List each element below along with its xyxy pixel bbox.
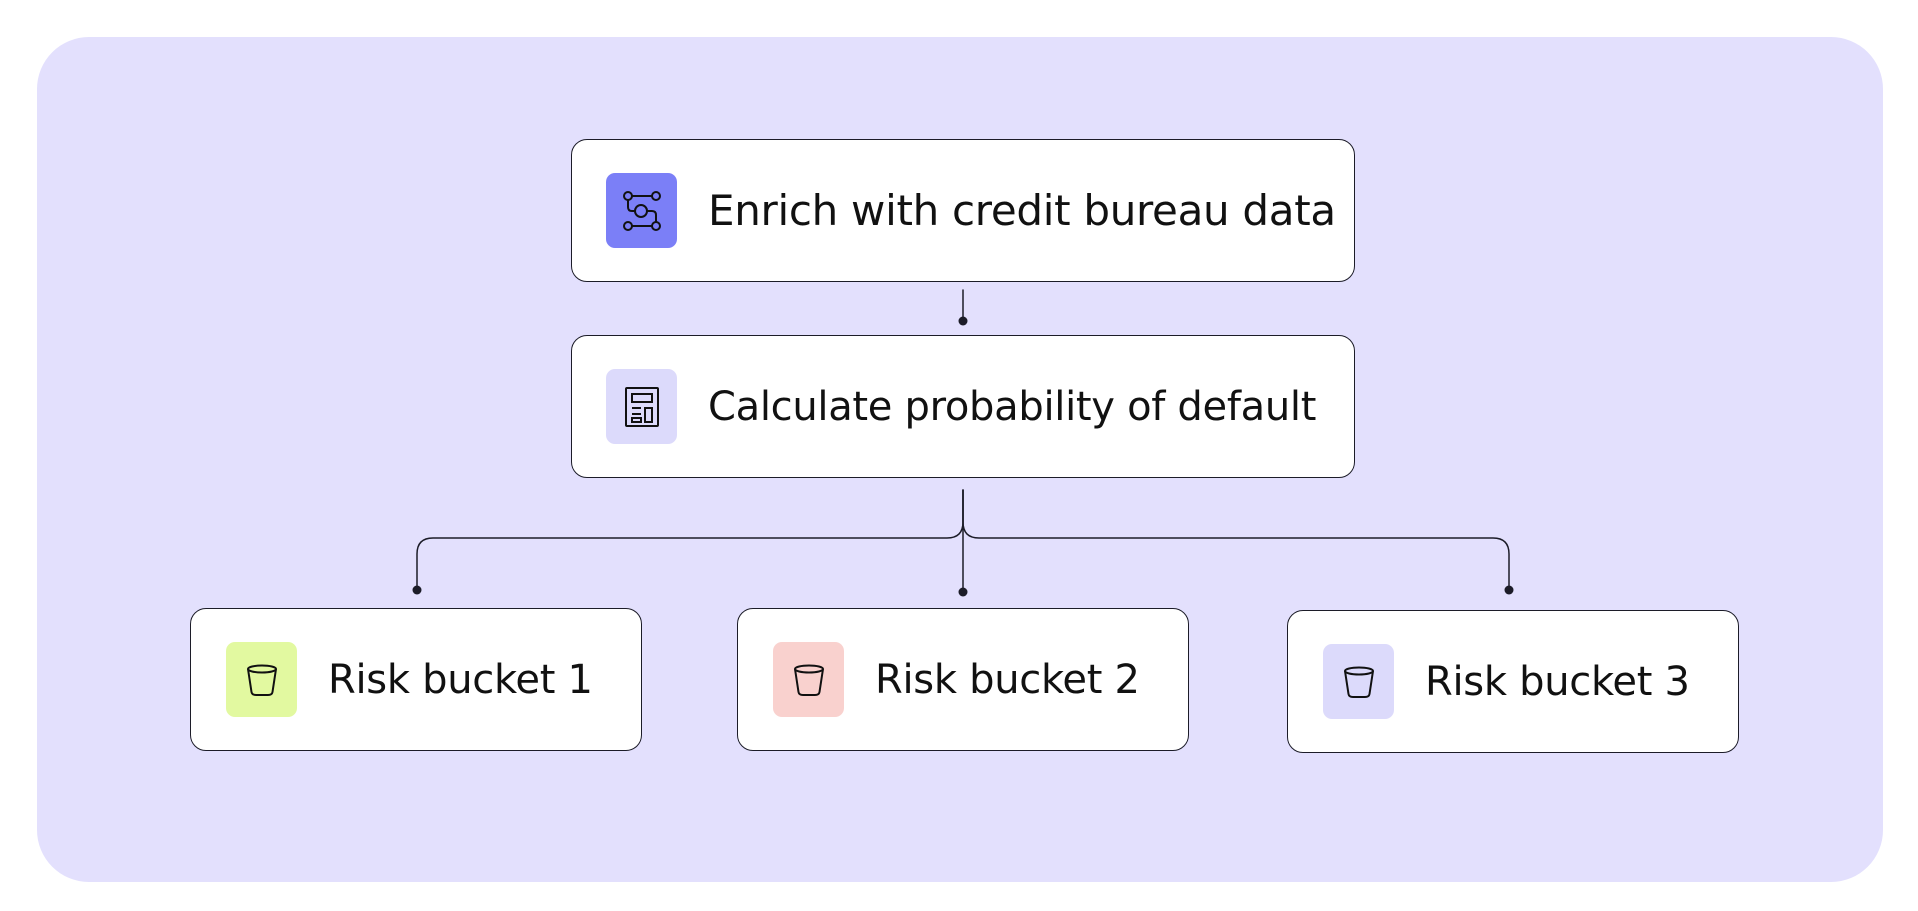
node-enrich-credit-bureau[interactable]: Enrich with credit bureau data [571,139,1355,282]
node-label: Risk bucket 3 [1425,658,1690,705]
node-risk-bucket-1[interactable]: Risk bucket 1 [190,608,642,751]
bucket-icon [246,664,277,696]
edge-endpoint-dot [1504,585,1514,595]
icon-badge [773,642,844,717]
icon-badge [606,369,677,444]
edge-endpoint-dot [412,585,422,595]
calculator-icon [624,386,659,427]
edge-calculate-to-bucket-1 [416,489,964,591]
bucket-icon [1343,666,1374,698]
edge-endpoint-dot [958,316,968,326]
icon-badge [1323,644,1394,719]
node-calculate-probability[interactable]: Calculate probability of default [571,335,1355,478]
bucket-icon [793,664,824,696]
node-risk-bucket-2[interactable]: Risk bucket 2 [737,608,1189,751]
icon-badge [606,173,677,248]
edge-calculate-to-bucket-3 [962,489,1510,591]
edge-endpoint-dot [958,587,968,597]
node-label: Risk bucket 1 [328,656,593,703]
node-label: Risk bucket 2 [875,656,1140,703]
icon-badge [226,642,297,717]
node-label: Enrich with credit bureau data [708,186,1336,235]
node-risk-bucket-3[interactable]: Risk bucket 3 [1287,610,1739,753]
network-nodes-icon [622,190,661,231]
node-label: Calculate probability of default [708,383,1317,430]
